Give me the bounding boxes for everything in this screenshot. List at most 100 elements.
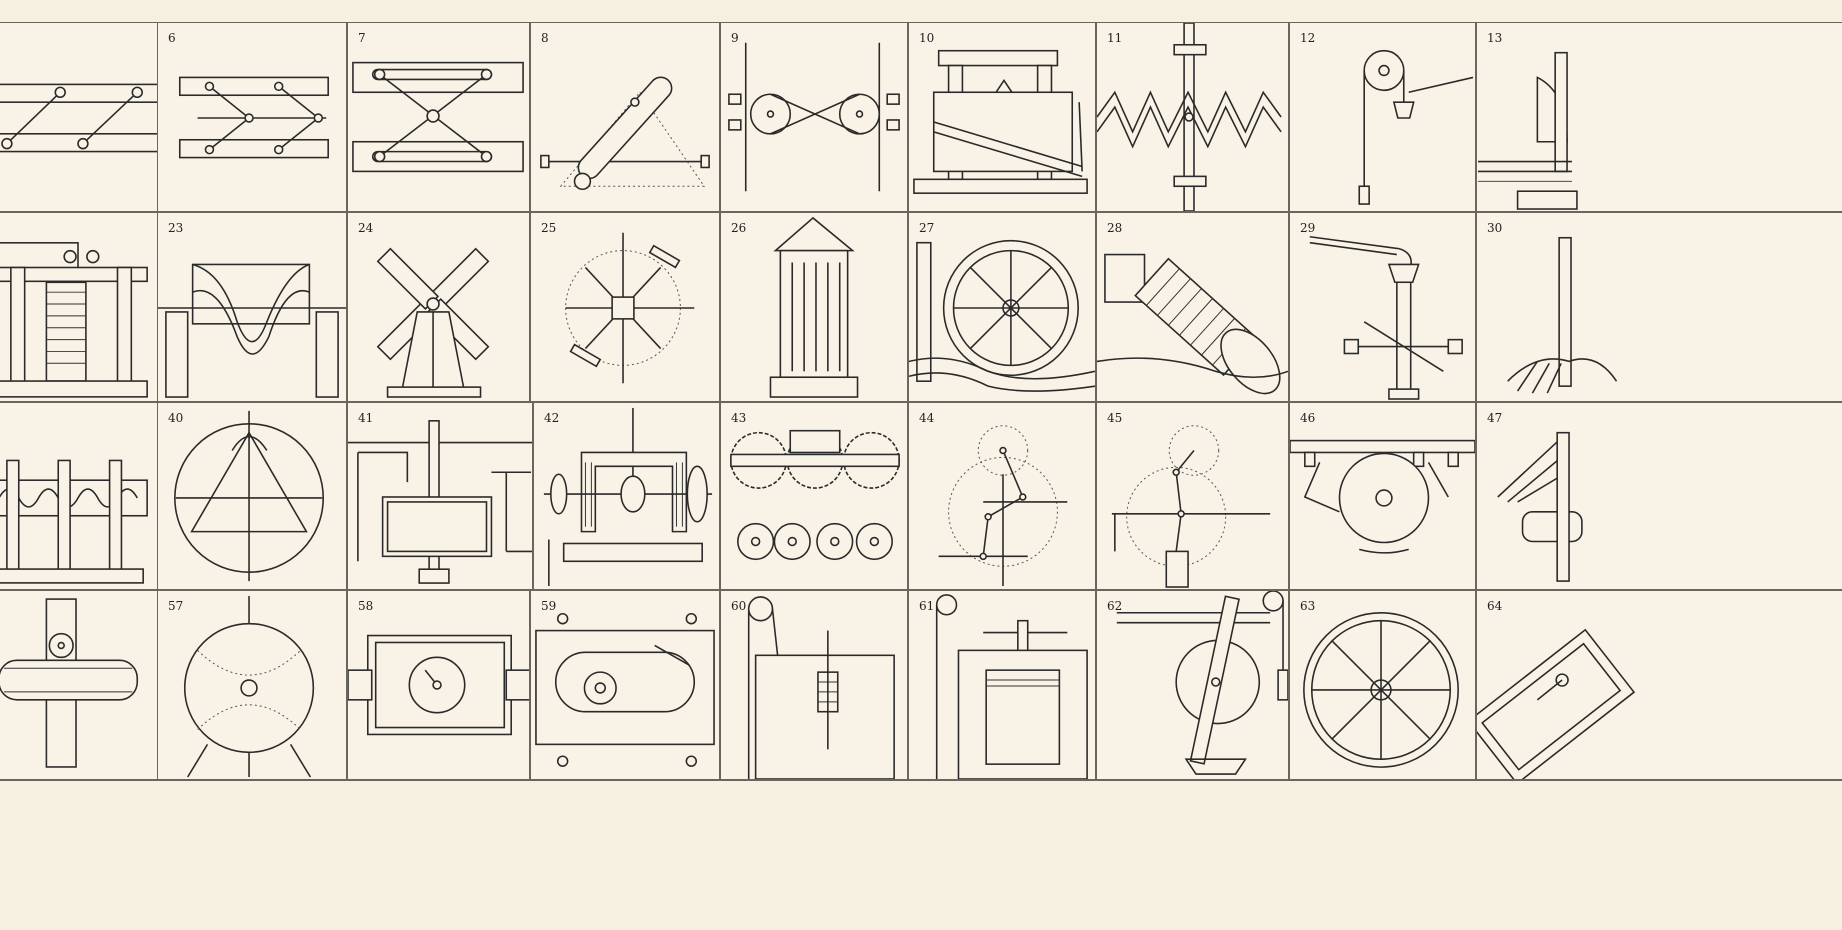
figure-cell: 44 <box>908 402 1096 590</box>
screw-press-figure <box>0 242 148 398</box>
screw-press-figure <box>935 594 1088 779</box>
figure-number: 11 <box>1107 31 1123 45</box>
figure-number: 13 <box>1487 31 1503 45</box>
figure-cell: 11 <box>1096 22 1289 212</box>
figure-number: 45 <box>1107 411 1123 425</box>
figure-cell: 27 <box>908 212 1096 402</box>
linkage-dotted-figure <box>938 425 1068 587</box>
figure-cell: 57 <box>157 590 347 780</box>
figure-cell: 63 <box>1289 590 1476 780</box>
worm-shaft-figure <box>0 459 148 584</box>
internal-rack-figure <box>348 634 529 736</box>
crossed-belt-figure <box>728 42 900 192</box>
figure-number: 44 <box>919 411 935 425</box>
figure-cell: 46 <box>1289 402 1476 590</box>
figure-cell: 64 <box>1476 590 1842 780</box>
linkage-crank-figure <box>1111 425 1271 588</box>
scissor-linkage-figure <box>178 76 329 159</box>
figure-number: 9 <box>731 31 739 45</box>
figure-number: 62 <box>1107 599 1123 613</box>
water-wheel-figure <box>909 239 1095 392</box>
figure-cell: 30 <box>1476 212 1842 402</box>
sinusoidal-cam-figure <box>158 263 346 398</box>
figure-cell: 23 <box>157 212 347 402</box>
figure-number: 24 <box>358 221 374 235</box>
spoked-wheel-figure <box>1303 611 1459 768</box>
figure-cell: 62 <box>1096 590 1289 780</box>
figure-cell: 58 <box>347 590 530 780</box>
scissor-slot-figure <box>352 61 524 173</box>
figure-cell: 25 <box>530 212 720 402</box>
figure-cell: 28 <box>1096 212 1289 402</box>
figure-number: 23 <box>168 221 184 235</box>
figure-cell: 60 <box>720 590 908 780</box>
zigzag-rack-figure <box>1097 23 1282 211</box>
figure-number: 60 <box>731 599 747 613</box>
pulley-bucket-figure <box>1358 49 1474 205</box>
rack-loop-figure <box>535 612 715 767</box>
reaction-turbine-figure <box>1309 235 1463 400</box>
figure-number: 26 <box>731 221 747 235</box>
figure-cell: 6 <box>157 22 347 212</box>
figure-cell: 61 <box>908 590 1096 780</box>
crank-frame-figure <box>348 420 532 584</box>
bevel-gear-drum-figure <box>543 407 713 587</box>
figure-cell: 45 <box>1096 402 1289 590</box>
pump-lever-figure <box>1478 51 1578 210</box>
figure-cell: 40 <box>157 402 347 590</box>
slotted-crank-figure <box>540 76 710 191</box>
figure-number: 29 <box>1300 221 1316 235</box>
figure-number: 59 <box>541 599 557 613</box>
parallel-ruler-figure <box>0 83 157 153</box>
chimney-cylinder-figure <box>769 216 859 398</box>
sail-mechanism-figure <box>1497 431 1583 582</box>
figure-cell <box>0 780 1842 930</box>
figure-number: 10 <box>919 31 935 45</box>
archimedes-screw-figure <box>1097 253 1288 395</box>
figure-number: 27 <box>919 221 935 235</box>
paddle-wheel-figure <box>565 232 695 384</box>
figure-cell: 13 <box>1476 22 1842 212</box>
tilted-frame-figure <box>1477 628 1636 779</box>
disc-crank-figure <box>1290 439 1475 554</box>
figure-number: 7 <box>358 31 366 45</box>
figure-number: 30 <box>1487 221 1503 235</box>
figure-number: 43 <box>731 411 747 425</box>
figure-cell: 10 <box>908 22 1096 212</box>
figure-number: 8 <box>541 31 549 45</box>
lever-pendulum-figure <box>1116 591 1288 775</box>
figure-cell: 47 <box>1476 402 1842 590</box>
figure-number: 57 <box>168 599 184 613</box>
figure-number: 58 <box>358 599 374 613</box>
figure-cell: 29 <box>1289 212 1476 402</box>
gear-train-figure <box>730 429 900 561</box>
windmill-figure <box>376 247 490 398</box>
figure-number: 47 <box>1487 411 1503 425</box>
rack-pinion-figure <box>0 598 139 768</box>
figure-number: 12 <box>1300 31 1316 45</box>
figure-number: 25 <box>541 221 557 235</box>
figure-cell: 42 <box>533 402 720 590</box>
figure-number: 42 <box>544 411 560 425</box>
pulley-stamp-figure <box>747 596 895 779</box>
figure-cell: 12 <box>1289 22 1476 212</box>
water-turbine-figure <box>1507 236 1618 394</box>
figure-cell: 24 <box>347 212 530 402</box>
figure-number: 40 <box>168 411 184 425</box>
figure-number: 6 <box>168 31 176 45</box>
figure-number: 46 <box>1300 411 1316 425</box>
figure-number: 28 <box>1107 221 1123 235</box>
figure-number: 61 <box>919 599 935 613</box>
figure-cell: 43 <box>720 402 908 590</box>
figure-cell <box>0 212 158 402</box>
figure-cell <box>0 22 158 212</box>
figure-cell: 7 <box>347 22 530 212</box>
figure-cell: 26 <box>720 212 908 402</box>
figure-number: 64 <box>1487 599 1503 613</box>
figure-number: 63 <box>1300 599 1316 613</box>
figure-cell: 59 <box>530 590 720 780</box>
triangular-cam-figure <box>174 410 325 582</box>
figure-cell: 9 <box>720 22 908 212</box>
inclined-plane-figure <box>913 49 1088 194</box>
